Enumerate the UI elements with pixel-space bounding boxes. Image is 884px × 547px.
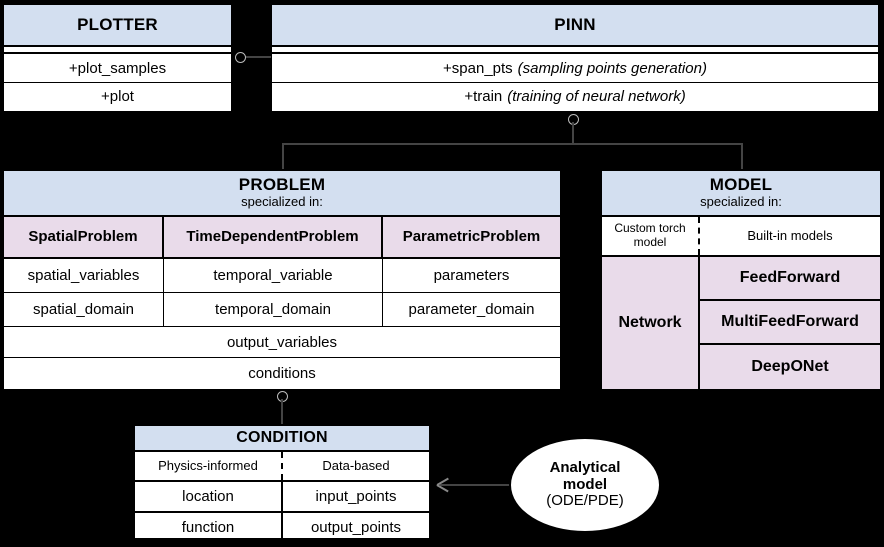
- problem-attr-row-0: spatial_variables temporal_variable para…: [4, 259, 560, 293]
- problem-shared-row-1[interactable]: conditions: [4, 358, 560, 389]
- analytical-model-ellipse[interactable]: Analytical model (ODE/PDE): [509, 437, 661, 533]
- pinn-method-1-name: +train: [464, 88, 503, 105]
- connector-analytical-condition-line: [440, 484, 517, 486]
- plotter-title: PLOTTER: [77, 15, 158, 35]
- pinn-method-0[interactable]: +span_pts (sampling points generation): [272, 54, 878, 82]
- problem-shared-row-0[interactable]: output_variables: [4, 327, 560, 358]
- class-box-pinn[interactable]: PINN +span_pts (sampling points generati…: [270, 3, 880, 113]
- problem-subclass-2[interactable]: ParametricProblem: [383, 217, 560, 257]
- problem-subclass-0[interactable]: SpatialProblem: [4, 217, 164, 257]
- connector-branch-drop-model: [741, 143, 743, 169]
- class-box-problem[interactable]: PROBLEM specialized in: SpatialProblem T…: [2, 169, 562, 391]
- connector-plotter-pinn-circle: [235, 52, 246, 63]
- class-box-model[interactable]: MODEL specialized in: Custom torch model…: [600, 169, 882, 391]
- plotter-method-0[interactable]: +plot_samples: [4, 54, 231, 82]
- condition-column-header-0: Physics-informed: [135, 452, 283, 480]
- problem-attr-0-2[interactable]: parameters: [433, 266, 510, 284]
- connector-branch-drop-problem: [282, 143, 284, 169]
- problem-attr-0-0[interactable]: spatial_variables: [4, 259, 164, 292]
- class-box-plotter[interactable]: PLOTTER +plot_samples +plot: [2, 3, 233, 113]
- pinn-method-1[interactable]: +train (training of neural network): [272, 82, 878, 110]
- connector-pinn-stem: [572, 122, 574, 144]
- condition-header: CONDITION: [135, 426, 429, 452]
- connector-branch-horizontal: [282, 143, 743, 145]
- problem-attr-1-0[interactable]: spatial_domain: [4, 293, 164, 326]
- model-builtin-2[interactable]: DeepONet: [700, 345, 880, 389]
- model-title: MODEL: [709, 175, 773, 195]
- condition-column-header-1: Data-based: [322, 457, 390, 473]
- condition-cell-0-0[interactable]: location: [135, 482, 283, 511]
- condition-row-1: function output_points: [135, 513, 429, 542]
- pinn-title: PINN: [554, 15, 596, 35]
- connector-problem-condition-line: [281, 399, 283, 425]
- problem-attr-row-1: spatial_domain temporal_domain parameter…: [4, 293, 560, 327]
- model-column-header-0: Custom torch model: [602, 217, 700, 255]
- problem-attr-1-2[interactable]: parameter_domain: [408, 300, 535, 318]
- pinn-method-0-note: (sampling points generation): [517, 59, 707, 77]
- model-header: MODEL specialized in:: [602, 171, 880, 217]
- condition-cell-0-1[interactable]: input_points: [315, 487, 397, 505]
- problem-subtitle: specialized in:: [241, 193, 323, 209]
- condition-row-0: location input_points: [135, 482, 429, 513]
- model-builtin-1[interactable]: MultiFeedForward: [700, 301, 880, 345]
- condition-title: CONDITION: [236, 428, 328, 446]
- model-column-header-1: Built-in models: [747, 227, 833, 243]
- analytical-line-2: model: [562, 475, 608, 493]
- pinn-method-1-note: (training of neural network): [507, 88, 686, 105]
- model-body: Network FeedForward MultiFeedForward Dee…: [602, 257, 880, 389]
- model-custom-network[interactable]: Network: [602, 257, 700, 389]
- connector-plotter-pinn-line: [243, 56, 271, 58]
- condition-column-headers: Physics-informed Data-based: [135, 452, 429, 482]
- connector-pinn-branch-circle: [568, 114, 579, 125]
- problem-attr-1-1[interactable]: temporal_domain: [164, 293, 383, 326]
- problem-header: PROBLEM specialized in:: [4, 171, 560, 217]
- condition-cell-1-0[interactable]: function: [135, 513, 283, 542]
- analytical-line-3: (ODE/PDE): [546, 492, 624, 510]
- problem-title: PROBLEM: [238, 175, 326, 195]
- pinn-header: PINN: [272, 5, 878, 47]
- condition-cell-1-1[interactable]: output_points: [310, 518, 402, 536]
- model-column-headers: Custom torch model Built-in models: [602, 217, 880, 257]
- connector-problem-condition-circle: [277, 391, 288, 402]
- plotter-header: PLOTTER: [4, 5, 231, 47]
- model-subtitle: specialized in:: [700, 193, 782, 209]
- plotter-empty-band: [4, 47, 231, 54]
- pinn-method-0-name: +span_pts: [443, 59, 513, 77]
- model-builtin-0[interactable]: FeedForward: [700, 257, 880, 301]
- problem-subclass-row: SpatialProblem TimeDependentProblem Para…: [4, 217, 560, 259]
- problem-attr-0-1[interactable]: temporal_variable: [164, 259, 383, 292]
- pinn-empty-band: [272, 47, 878, 54]
- class-box-condition[interactable]: CONDITION Physics-informed Data-based lo…: [133, 424, 431, 542]
- plotter-method-1[interactable]: +plot: [4, 82, 231, 110]
- model-builtin-list: FeedForward MultiFeedForward DeepONet: [700, 257, 880, 389]
- problem-subclass-1[interactable]: TimeDependentProblem: [164, 217, 383, 257]
- analytical-line-1: Analytical: [549, 458, 621, 476]
